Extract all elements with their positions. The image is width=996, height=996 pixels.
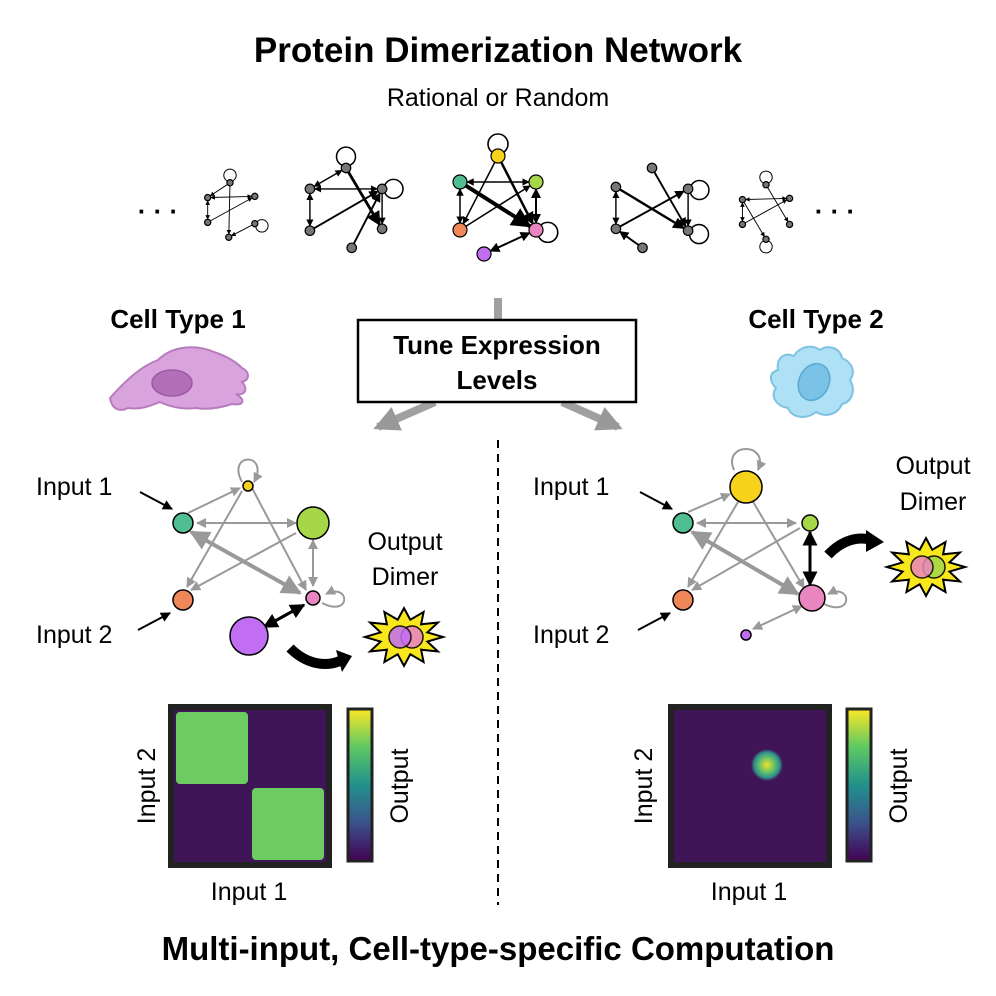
cell2-output-dimer xyxy=(883,536,969,598)
cell1-heatmap xyxy=(168,704,332,868)
subtitle: Rational or Random xyxy=(387,84,609,112)
node-green xyxy=(801,514,819,532)
node-purple xyxy=(740,629,752,641)
cell2-input1-label: Input 1 xyxy=(533,473,609,501)
network-cell-type-1 xyxy=(137,458,352,672)
node-yellow xyxy=(729,470,763,504)
tune-box-line2: Levels xyxy=(457,365,538,395)
cell1-input1-label: Input 1 xyxy=(36,473,112,501)
network-thumbnails xyxy=(203,133,794,262)
node-pink xyxy=(305,590,321,606)
cell1-input2-label: Input 2 xyxy=(36,621,112,649)
cell2-colorbar-label: Output xyxy=(885,748,913,823)
network-cell-type-2 xyxy=(637,448,884,641)
ellipsis-right: · · · xyxy=(815,196,855,226)
cell-type-1-label: Cell Type 1 xyxy=(110,304,245,334)
cell2-heatmap xyxy=(668,704,832,868)
node-teal xyxy=(672,512,694,534)
node-green xyxy=(296,506,330,540)
cell1-colorbar xyxy=(346,707,374,863)
network-thumbnail xyxy=(203,168,269,241)
cell2-heatmap-ylabel: Input 2 xyxy=(630,748,658,824)
node-orange xyxy=(672,589,694,611)
cell2-input2-label: Input 2 xyxy=(533,621,609,649)
cell1-colorbar-label: Output xyxy=(386,748,414,823)
cell2-heatmap-xlabel: Input 1 xyxy=(711,878,787,906)
network-thumbnail xyxy=(452,133,559,262)
cell-type-2-image xyxy=(770,345,854,418)
cell1-output-dimer xyxy=(361,606,447,668)
cell1-heatmap-ylabel: Input 2 xyxy=(133,748,161,824)
tune-box-line1: Tune Expression xyxy=(393,330,601,360)
tune-connector xyxy=(373,298,623,431)
cell2-output-label-1: Output xyxy=(895,452,970,480)
cell1-output-label-1: Output xyxy=(367,528,442,556)
node-pink xyxy=(798,584,826,612)
page-title: Protein Dimerization Network xyxy=(254,31,743,70)
node-orange xyxy=(172,589,194,611)
tune-expression-box: Tune Expression Levels xyxy=(356,318,638,404)
cell2-output-label-2: Dimer xyxy=(900,488,967,516)
cell2-colorbar xyxy=(845,707,873,863)
network-thumbnail xyxy=(738,170,794,254)
node-teal xyxy=(172,512,194,534)
ellipsis-left: · · · xyxy=(138,196,178,226)
cell-type-2-label: Cell Type 2 xyxy=(748,304,883,334)
node-purple xyxy=(229,616,269,656)
network-thumbnail xyxy=(304,146,404,254)
cell1-heatmap-xlabel: Input 1 xyxy=(211,878,287,906)
cell-type-1-image xyxy=(108,346,249,411)
cell1-output-label-2: Dimer xyxy=(372,563,439,591)
node-yellow xyxy=(242,480,254,492)
footer-title: Multi-input, Cell-type-specific Computat… xyxy=(162,930,835,967)
network-thumbnail xyxy=(610,162,710,254)
